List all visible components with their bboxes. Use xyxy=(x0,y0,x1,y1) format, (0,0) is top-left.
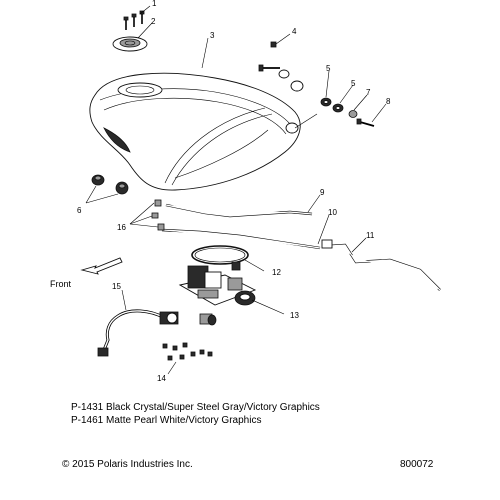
callout-12: 12 xyxy=(272,268,281,277)
fuel-line xyxy=(97,309,217,357)
mount-fitting xyxy=(258,41,304,92)
front-label: Front xyxy=(50,279,72,289)
callout-13: 13 xyxy=(290,311,299,320)
document-number: 800072 xyxy=(400,459,434,470)
callout-9: 9 xyxy=(320,188,325,197)
rubber-grommets xyxy=(91,174,129,195)
callout-7: 7 xyxy=(366,88,371,97)
caption-p1431: P-1431 Black Crystal/Super Steel Gray/Vi… xyxy=(71,402,320,413)
callout-1: 1 xyxy=(152,0,157,8)
fuel-cap-ring xyxy=(112,36,148,52)
callout-16: 16 xyxy=(117,223,126,232)
callout-5a: 5 xyxy=(326,64,331,73)
cap-screws xyxy=(123,10,145,30)
hose-clamps xyxy=(162,342,213,361)
callout-6: 6 xyxy=(77,206,82,215)
caption-p1461: P-1461 Matte Pearl White/Victory Graphic… xyxy=(71,415,262,426)
callout-3: 3 xyxy=(210,31,215,40)
callout-8: 8 xyxy=(386,97,391,106)
front-direction-arrow xyxy=(80,257,123,275)
callout-15: 15 xyxy=(112,282,121,291)
callout-2: 2 xyxy=(151,17,156,26)
callout-5b: 5 xyxy=(351,79,356,88)
hose-clips xyxy=(151,199,165,231)
vent-hoses xyxy=(161,203,441,291)
callout-10: 10 xyxy=(328,208,337,217)
callout-14: 14 xyxy=(157,374,166,383)
copyright-notice: © 2015 Polaris Industries Inc. xyxy=(62,459,193,470)
grommets-washers xyxy=(320,97,375,127)
pump-gasket xyxy=(191,245,249,265)
leader-lines xyxy=(85,5,387,375)
callout-11: 11 xyxy=(366,231,375,240)
callout-4: 4 xyxy=(292,27,297,36)
fuel-pump-assembly xyxy=(178,261,257,306)
fuel-tank xyxy=(89,72,301,191)
